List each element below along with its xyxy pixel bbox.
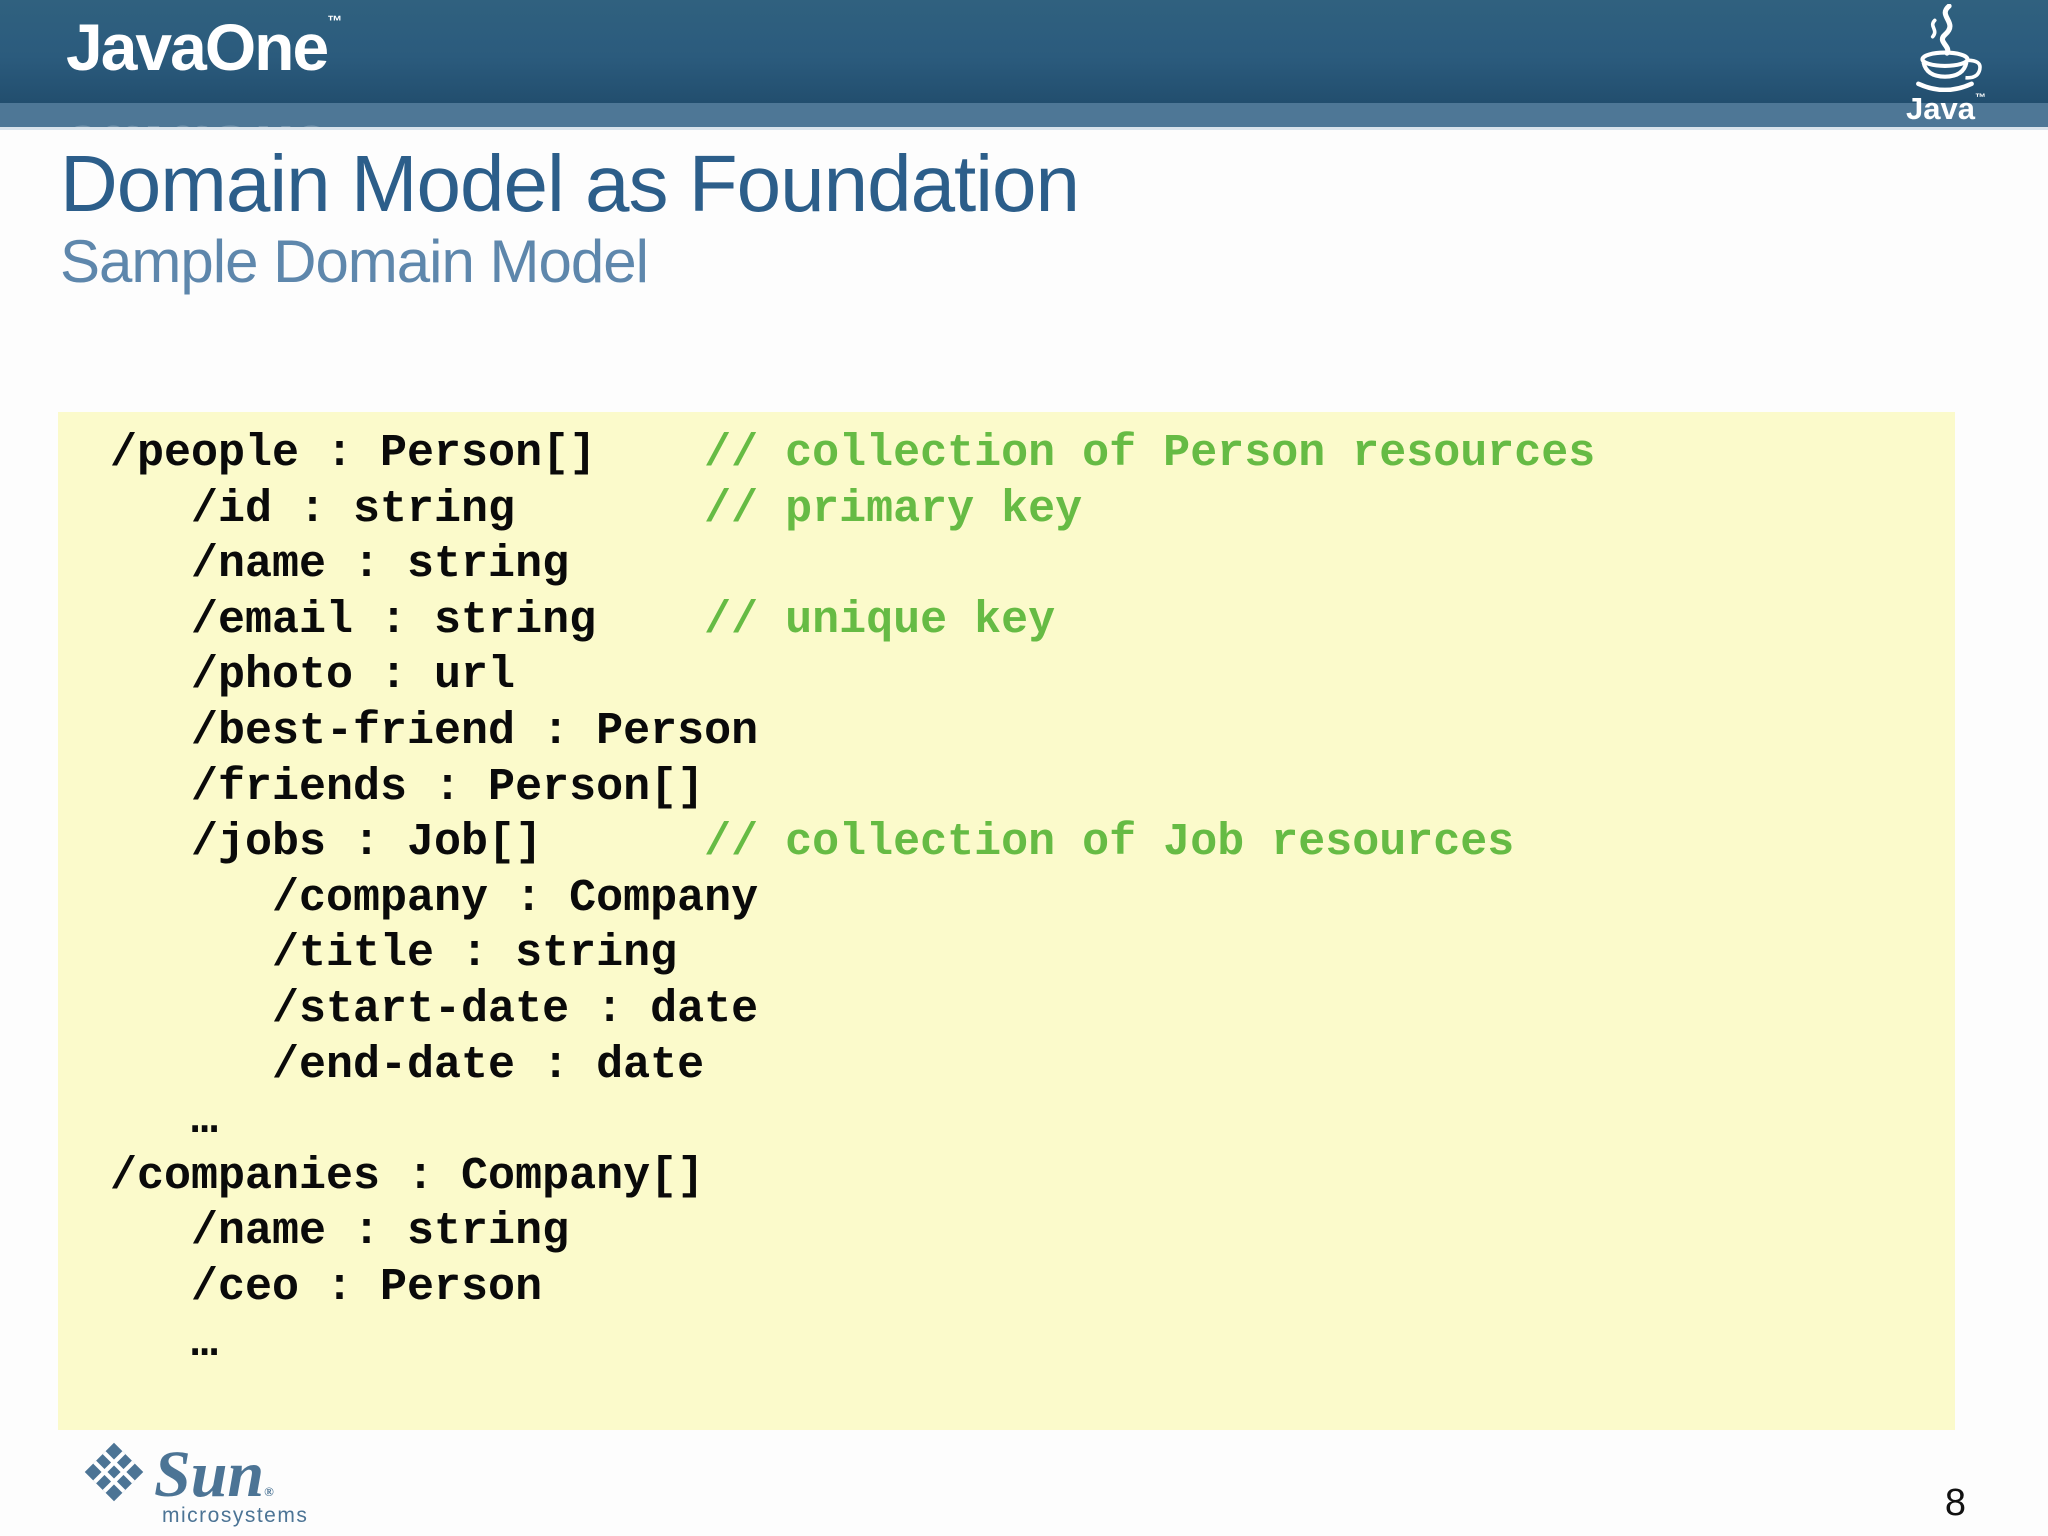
code-line: /email : string // unique key xyxy=(110,594,1056,646)
code-comment: // collection of Job resources xyxy=(704,817,1515,869)
code-line: /start-date : date xyxy=(110,983,759,1035)
sun-logo-text-wrap: Sun® microsystems xyxy=(154,1442,308,1528)
code-line: /company : Company xyxy=(110,872,759,924)
code-line: /name : string xyxy=(110,1206,570,1258)
code-line: /friends : Person[] xyxy=(110,761,705,813)
sun-diamond-icon xyxy=(84,1442,144,1507)
code-line: /end-date : date xyxy=(110,1039,705,1091)
header-accent-band: JavaOne xyxy=(0,103,2048,130)
code-line: /best-friend : Person xyxy=(110,705,759,757)
header-dark-band: JavaOne™ xyxy=(0,0,2048,103)
code-line: … xyxy=(110,1095,219,1147)
sun-logo-wordmark: Sun® xyxy=(154,1442,308,1508)
code-line: /name : string xyxy=(110,539,570,591)
code-comment: // collection of Person resources xyxy=(704,428,1596,479)
code-line: … xyxy=(110,1317,219,1369)
page-number: 8 xyxy=(1944,1482,1966,1524)
javaone-logo: JavaOne™ xyxy=(66,14,342,80)
code-line: /people : Person[] // collection of Pers… xyxy=(110,428,1596,479)
javaone-logo-reflection: JavaOne xyxy=(66,112,327,127)
sun-logo-name: Sun xyxy=(154,1438,265,1511)
code-line: /id : string // primary key xyxy=(110,483,1083,535)
javaone-trademark: ™ xyxy=(327,13,343,30)
java-cup-icon xyxy=(1906,3,1986,96)
code-comment: // unique key xyxy=(704,594,1056,646)
java-logo-label: Java xyxy=(1906,91,1975,126)
javaone-logo-text: JavaOne xyxy=(66,10,329,84)
code-line: /title : string xyxy=(110,928,678,980)
java-logo-trademark: ™ xyxy=(1974,92,1986,104)
java-logo-wordmark: Java™ xyxy=(1896,91,1996,126)
code-comment: // primary key xyxy=(704,483,1083,535)
page-subtitle: Sample Domain Model xyxy=(60,228,649,295)
page-title: Domain Model as Foundation xyxy=(60,139,1080,228)
code-block: /people : Person[] // collection of Pers… xyxy=(58,412,1955,1430)
sun-microsystems-logo: Sun® microsystems xyxy=(84,1442,308,1528)
code-line: /ceo : Person xyxy=(110,1261,543,1313)
code-line: /jobs : Job[] // collection of Job resou… xyxy=(110,817,1515,869)
code-line: /photo : url xyxy=(110,650,516,702)
code-line: /companies : Company[] xyxy=(110,1150,705,1202)
sun-registered-mark: ® xyxy=(264,1484,274,1499)
java-logo: Java™ xyxy=(1896,3,1996,126)
header-bar: JavaOne™ JavaOne Java™ xyxy=(0,0,2048,132)
sun-logo-subtext: microsystems xyxy=(162,1504,309,1527)
